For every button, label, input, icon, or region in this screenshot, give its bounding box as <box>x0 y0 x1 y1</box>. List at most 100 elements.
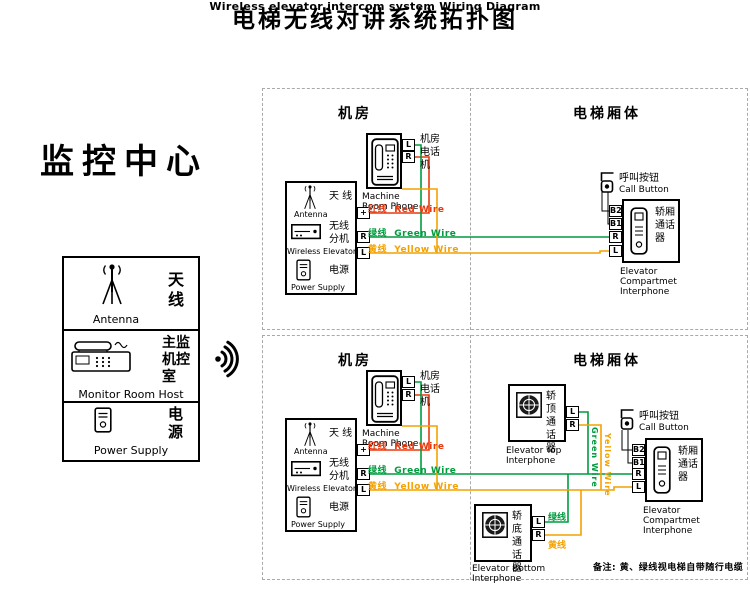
machine-room-phone-box <box>366 133 402 189</box>
terminal-r: R <box>566 419 579 431</box>
top-section-divider <box>470 88 471 330</box>
page-subtitle: Wireless elevator intercom system Wiring… <box>209 0 541 13</box>
elevator-body-label: 电梯厢体 <box>573 353 641 369</box>
terminal-b1: B1 <box>632 457 645 469</box>
yellow-wire-label: 黄线 Yellow Wire <box>368 245 459 255</box>
antenna-label-en: Antenna <box>294 447 328 456</box>
power-label-en: Power Supply <box>291 283 345 292</box>
green-wire-vertical-label: Green Wire <box>590 427 599 488</box>
antenna-label-en: Antenna <box>294 210 328 219</box>
terminal-l: L <box>566 406 579 418</box>
wireless-extension-label-zh: 无线 分机 <box>329 221 349 245</box>
wall-phone-icon <box>371 138 399 186</box>
power-label-en: Power Supply <box>291 520 345 529</box>
call-button-label-zh: 呼叫按钮 <box>619 173 659 184</box>
interphone-icon <box>653 446 671 494</box>
bottom-section-divider <box>470 335 471 580</box>
terminal-l: L <box>532 516 545 528</box>
monitor-antenna-label-zh: 天 线 <box>168 270 185 309</box>
red-wire-label: 红线 Red Wire <box>368 205 445 215</box>
compartment-interphone-box: 轿厢 通话 器 <box>645 438 703 502</box>
monitor-host-row: 主监 机控 室 Monitor Room Host <box>64 331 198 403</box>
red-wire-label: 红线 Red Wire <box>368 442 445 452</box>
page-title: 电梯无线对讲系统拓扑图 <box>232 7 518 33</box>
terminal-r: R <box>609 231 622 243</box>
antenna-icon <box>304 184 316 210</box>
terminal-l: L <box>357 484 370 496</box>
machine-phone-label-zh: 机房 电话 机 <box>420 134 440 171</box>
power-supply-icon <box>296 496 311 518</box>
monitor-power-label-en: Power Supply <box>93 444 169 457</box>
yellow-wire-label: 黄线 Yellow Wire <box>368 482 459 492</box>
terminal-b2: B2 <box>632 444 645 456</box>
antenna-icon <box>304 421 316 447</box>
yellow-wire <box>370 188 609 254</box>
yellow-wire <box>370 424 632 536</box>
green-wire <box>370 144 609 238</box>
monitor-host-label-en: Monitor Room Host <box>78 388 184 401</box>
call-button-wire <box>601 192 609 225</box>
machine-room-phone-box <box>366 370 402 426</box>
call-button-icon <box>600 172 615 193</box>
machine-phone-label-zh: 机房 电话 机 <box>420 371 440 408</box>
terminal-l: L <box>402 139 415 151</box>
red-wire <box>370 156 430 214</box>
machine-phone-label-en: Machine Room Phone <box>362 429 419 449</box>
top-interphone-label-zh: 轿顶 通话 器 <box>546 391 556 454</box>
antenna-label-zh: 天 线 <box>329 428 353 439</box>
top-section-frame <box>262 88 748 330</box>
machine-room-label: 机房 <box>338 353 372 369</box>
green-wire-label: 绿线 Green Wire <box>368 466 457 476</box>
call-button-label-zh: 呼叫按钮 <box>639 411 679 422</box>
bottom-interphone-label-en: Elevator Bottom Interphone <box>472 564 546 584</box>
wireless-extension-label-en: Wireless Elevator <box>287 247 357 256</box>
terminal-l: L <box>402 376 415 388</box>
wall-phone-icon <box>371 375 399 423</box>
top-interphone-box: 轿顶 通话 器 <box>508 384 566 454</box>
call-button-wire <box>621 430 632 464</box>
yellow-wire-vertical-label: Yellow Wire <box>603 433 612 497</box>
bottom-interphone-label-zh: 轿底 通话 器 <box>512 511 522 574</box>
monitor-host-label-zh: 主监 机控 室 <box>162 335 190 385</box>
interphone-icon <box>630 207 648 255</box>
compartment-label-en: Elevator Compartmet Interphone <box>620 267 677 297</box>
elevator-body-label: 电梯厢体 <box>573 106 641 122</box>
call-button-label-en: Call Button <box>639 423 689 433</box>
terminal-plus: + <box>357 207 370 219</box>
yellow-wire-short-label: 黄线 <box>548 541 567 551</box>
monitor-power-label-zh: 电 源 <box>168 405 184 441</box>
compartment-label-zh: 轿厢 通话 器 <box>678 446 698 483</box>
speaker-icon <box>516 392 542 418</box>
green-wire-label: 绿线 Green Wire <box>368 229 457 239</box>
green-wire <box>370 381 632 523</box>
terminal-b1: B1 <box>609 218 622 230</box>
speaker-icon <box>482 512 508 538</box>
wireless-extension-icon <box>291 460 321 477</box>
power-label-zh: 电源 <box>329 502 349 513</box>
terminal-plus: + <box>357 444 370 456</box>
monitor-antenna-label-en: Antenna <box>92 313 140 326</box>
machine-phone-label-en: Machine Room Phone <box>362 192 419 212</box>
power-supply-icon <box>296 259 311 281</box>
terminal-r: R <box>357 468 370 480</box>
green-wire-short-label: 绿线 <box>548 513 567 523</box>
wireless-extension-icon <box>291 224 321 240</box>
terminal-l: L <box>357 247 370 259</box>
terminal-r: R <box>402 389 415 401</box>
footnote: 备注: 黄、绿线视电梯自带随行电缆 <box>593 563 744 573</box>
monitor-antenna-row: 天 线 Antenna <box>64 258 198 331</box>
top-interphone-label-en: Elevator Top Interphone <box>506 446 562 466</box>
red-wire <box>370 394 430 451</box>
compartment-label-zh: 轿厢 通话 器 <box>655 207 675 244</box>
power-label-zh: 电源 <box>329 265 349 276</box>
terminal-b2: B2 <box>609 205 622 217</box>
monitor-power-row: 电 源 Power Supply <box>64 403 198 460</box>
compartment-label-en: Elevator Compartmet Interphone <box>643 506 700 536</box>
terminal-r: R <box>402 151 415 163</box>
terminal-r: R <box>532 529 545 541</box>
monitor-center-panel: 天 线 Antenna 主监 机控 室 Monitor Room Host 电 … <box>62 256 200 462</box>
bottom-section-frame <box>262 335 748 580</box>
call-button-icon <box>620 409 635 430</box>
